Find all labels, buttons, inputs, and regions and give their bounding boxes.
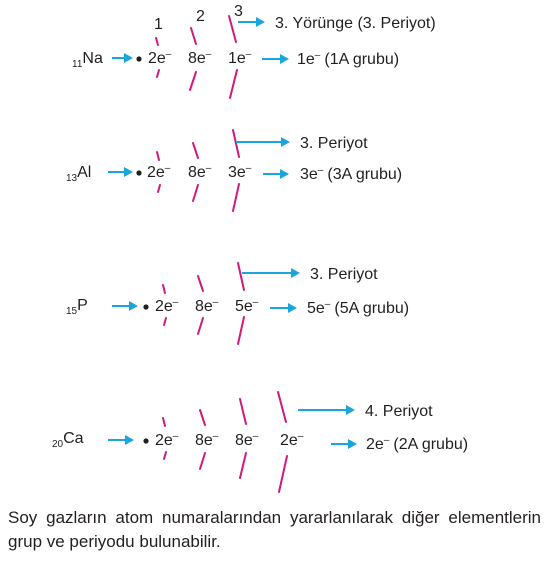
- group-label: 2e–(2A grubu): [366, 435, 468, 453]
- shell-electrons-3: 3e–: [228, 163, 252, 181]
- group-arrow-head: [288, 303, 297, 313]
- element-symbol: P: [77, 297, 88, 314]
- shell-arc-1: [156, 151, 161, 193]
- shell-arc-1: [162, 284, 167, 326]
- shell-electrons-1: 2e–: [147, 163, 171, 181]
- shell-arc-2: [199, 409, 206, 470]
- row-phosphorus: 15P 2e– 8e– 5e– 3. Periyot 5e–(5A grubu): [66, 262, 409, 345]
- input-arrow-head: [124, 167, 133, 177]
- explanation-note: Soy gazların atom numaralarından yararla…: [8, 508, 541, 551]
- shell-electrons-1: 2e–: [155, 431, 179, 449]
- shell-number-3: 3: [234, 3, 243, 20]
- group-label: 1e–(1A grubu): [297, 50, 399, 68]
- input-arrow-head: [125, 435, 134, 445]
- row-sodium: 11Na 2e– 8e– 1e– 3. Yörünge (3. Periyot)…: [72, 15, 436, 99]
- nucleus-dot: [136, 170, 142, 176]
- period-label: 3. Periyot: [300, 135, 368, 152]
- element-label: 15P: [66, 297, 88, 317]
- shell-electrons-1: 2e–: [148, 49, 172, 67]
- period-label: 4. Periyot: [365, 403, 433, 420]
- nucleus-dot: [143, 304, 149, 310]
- group-label: 3e–(3A grubu): [300, 165, 402, 183]
- shell-arc-2: [197, 275, 204, 335]
- period-label: 3. Periyot: [310, 266, 378, 283]
- shell-electrons-2: 8e–: [195, 297, 219, 315]
- input-arrow-head: [124, 53, 133, 63]
- shell-number-2: 2: [196, 8, 205, 25]
- group-arrow-head: [280, 54, 289, 64]
- shell-number-1: 1: [154, 16, 163, 33]
- shell-arc-1: [155, 37, 160, 78]
- element-label: 13Al: [66, 164, 91, 184]
- shell-arc-3: [228, 15, 238, 99]
- row-calcium: 20Ca 2e– 8e– 8e– 2e– 4. Periyot 2e–(2A g…: [52, 391, 468, 493]
- shell-electrons-2: 8e–: [195, 431, 219, 449]
- element-symbol: Al: [77, 164, 91, 181]
- shell-arc-2: [189, 27, 197, 91]
- period-label: 3. Yörünge (3. Periyot): [275, 15, 436, 32]
- period-arrow-head: [346, 405, 355, 415]
- shell-arc-3: [237, 262, 245, 345]
- shell-arc-2: [192, 142, 199, 202]
- period-arrow-head: [291, 268, 300, 278]
- shell-arc-3: [239, 398, 247, 479]
- shell-electrons-3: 5e–: [235, 297, 259, 315]
- element-label: 11Na: [72, 50, 103, 70]
- atomic-number: 11: [72, 59, 83, 70]
- atomic-number: 20: [52, 439, 64, 450]
- nucleus-dot: [143, 438, 149, 444]
- group-label: 5e–(5A grubu): [307, 299, 409, 317]
- period-arrow-head: [281, 137, 290, 147]
- atomic-number: 13: [66, 173, 78, 184]
- shell-arc-4: [277, 391, 288, 493]
- period-arrow-head: [256, 17, 265, 27]
- input-arrow-head: [129, 301, 138, 311]
- shell-arc-3: [232, 129, 240, 212]
- shell-electrons-3: 1e–: [228, 49, 252, 67]
- nucleus-dot: [136, 56, 142, 62]
- group-arrow-head: [348, 439, 357, 449]
- element-symbol: Ca: [63, 430, 84, 447]
- group-arrow-head: [280, 169, 289, 179]
- shell-arc-1: [162, 417, 167, 460]
- element-symbol: Na: [82, 50, 103, 67]
- shell-electrons-4: 2e–: [280, 431, 304, 449]
- shell-electrons-3: 8e–: [235, 431, 259, 449]
- element-label: 20Ca: [52, 430, 84, 450]
- row-aluminium: 13Al 2e– 8e– 3e– 3. Periyot 3e–(3A grubu…: [66, 129, 402, 212]
- shell-electrons-1: 2e–: [155, 297, 179, 315]
- atomic-number: 15: [66, 306, 78, 317]
- shell-electrons-2: 8e–: [188, 49, 212, 67]
- shell-electrons-2: 8e–: [188, 163, 212, 181]
